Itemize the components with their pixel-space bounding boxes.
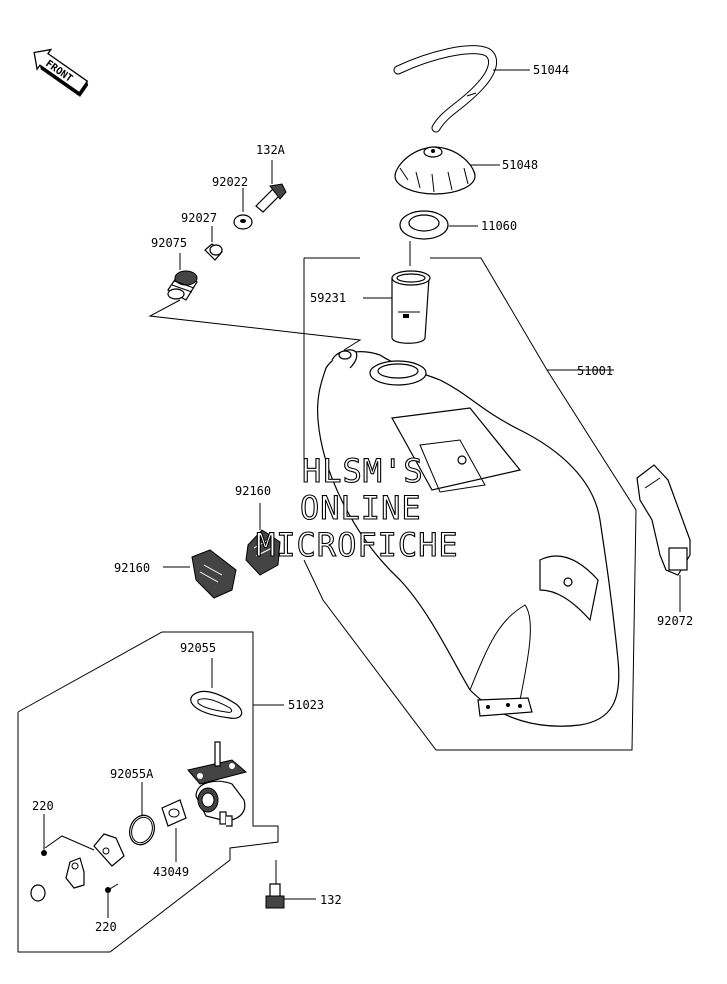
watermark-line-1: HLSM'S: [302, 452, 424, 490]
part-label-92022: 92022: [212, 175, 248, 189]
part-label-132: 132: [320, 893, 342, 907]
part-label-92160-lower: 92160: [114, 561, 150, 575]
bolt-132a: [255, 183, 287, 213]
part-label-220-upper: 220: [32, 799, 54, 813]
grommet-92075: [167, 270, 198, 301]
part-label-92075: 92075: [151, 236, 187, 250]
collar-92027: [204, 243, 223, 261]
front-arrow-icon: FRONT: [33, 48, 89, 97]
tank-strap: [636, 464, 691, 576]
part-label-51048: 51048: [502, 158, 538, 172]
fuel-cock: [187, 741, 248, 827]
screw-220-lower: [105, 883, 119, 893]
bolt-132: [265, 883, 285, 909]
part-label-92055: 92055: [180, 641, 216, 655]
watermark-line-3: MICROFICHE: [256, 526, 459, 564]
fuel-tank: [317, 349, 620, 727]
washer-92022: [233, 214, 253, 230]
part-label-92160-upper: 92160: [235, 484, 271, 498]
part-label-11060: 11060: [481, 219, 517, 233]
part-label-51023: 51023: [288, 698, 324, 712]
part-label-92055a: 92055A: [110, 767, 154, 781]
part-label-132a: 132A: [256, 143, 286, 157]
fuel-cock-gasket: [190, 690, 243, 719]
screw-220-upper: [41, 850, 47, 856]
lever-plate: [30, 833, 125, 902]
part-label-43049: 43049: [153, 865, 189, 879]
rubber-pad-upper: [245, 529, 281, 576]
cap-gasket: [399, 210, 449, 240]
fuel-filter: [391, 270, 431, 344]
watermark-line-2: ONLINE: [300, 489, 422, 527]
breather-hose: [393, 45, 498, 133]
part-label-92072: 92072: [657, 614, 693, 628]
rubber-pad-lower: [191, 549, 237, 599]
part-label-51001: 51001: [577, 364, 613, 378]
o-ring: [129, 814, 155, 846]
part-label-220-lower: 220: [95, 920, 117, 934]
fuel-cap: [394, 146, 476, 195]
valve-gasket-43049: [161, 799, 187, 827]
part-label-59231: 59231: [310, 291, 346, 305]
part-label-51044: 51044: [533, 63, 569, 77]
part-label-92027: 92027: [181, 211, 217, 225]
